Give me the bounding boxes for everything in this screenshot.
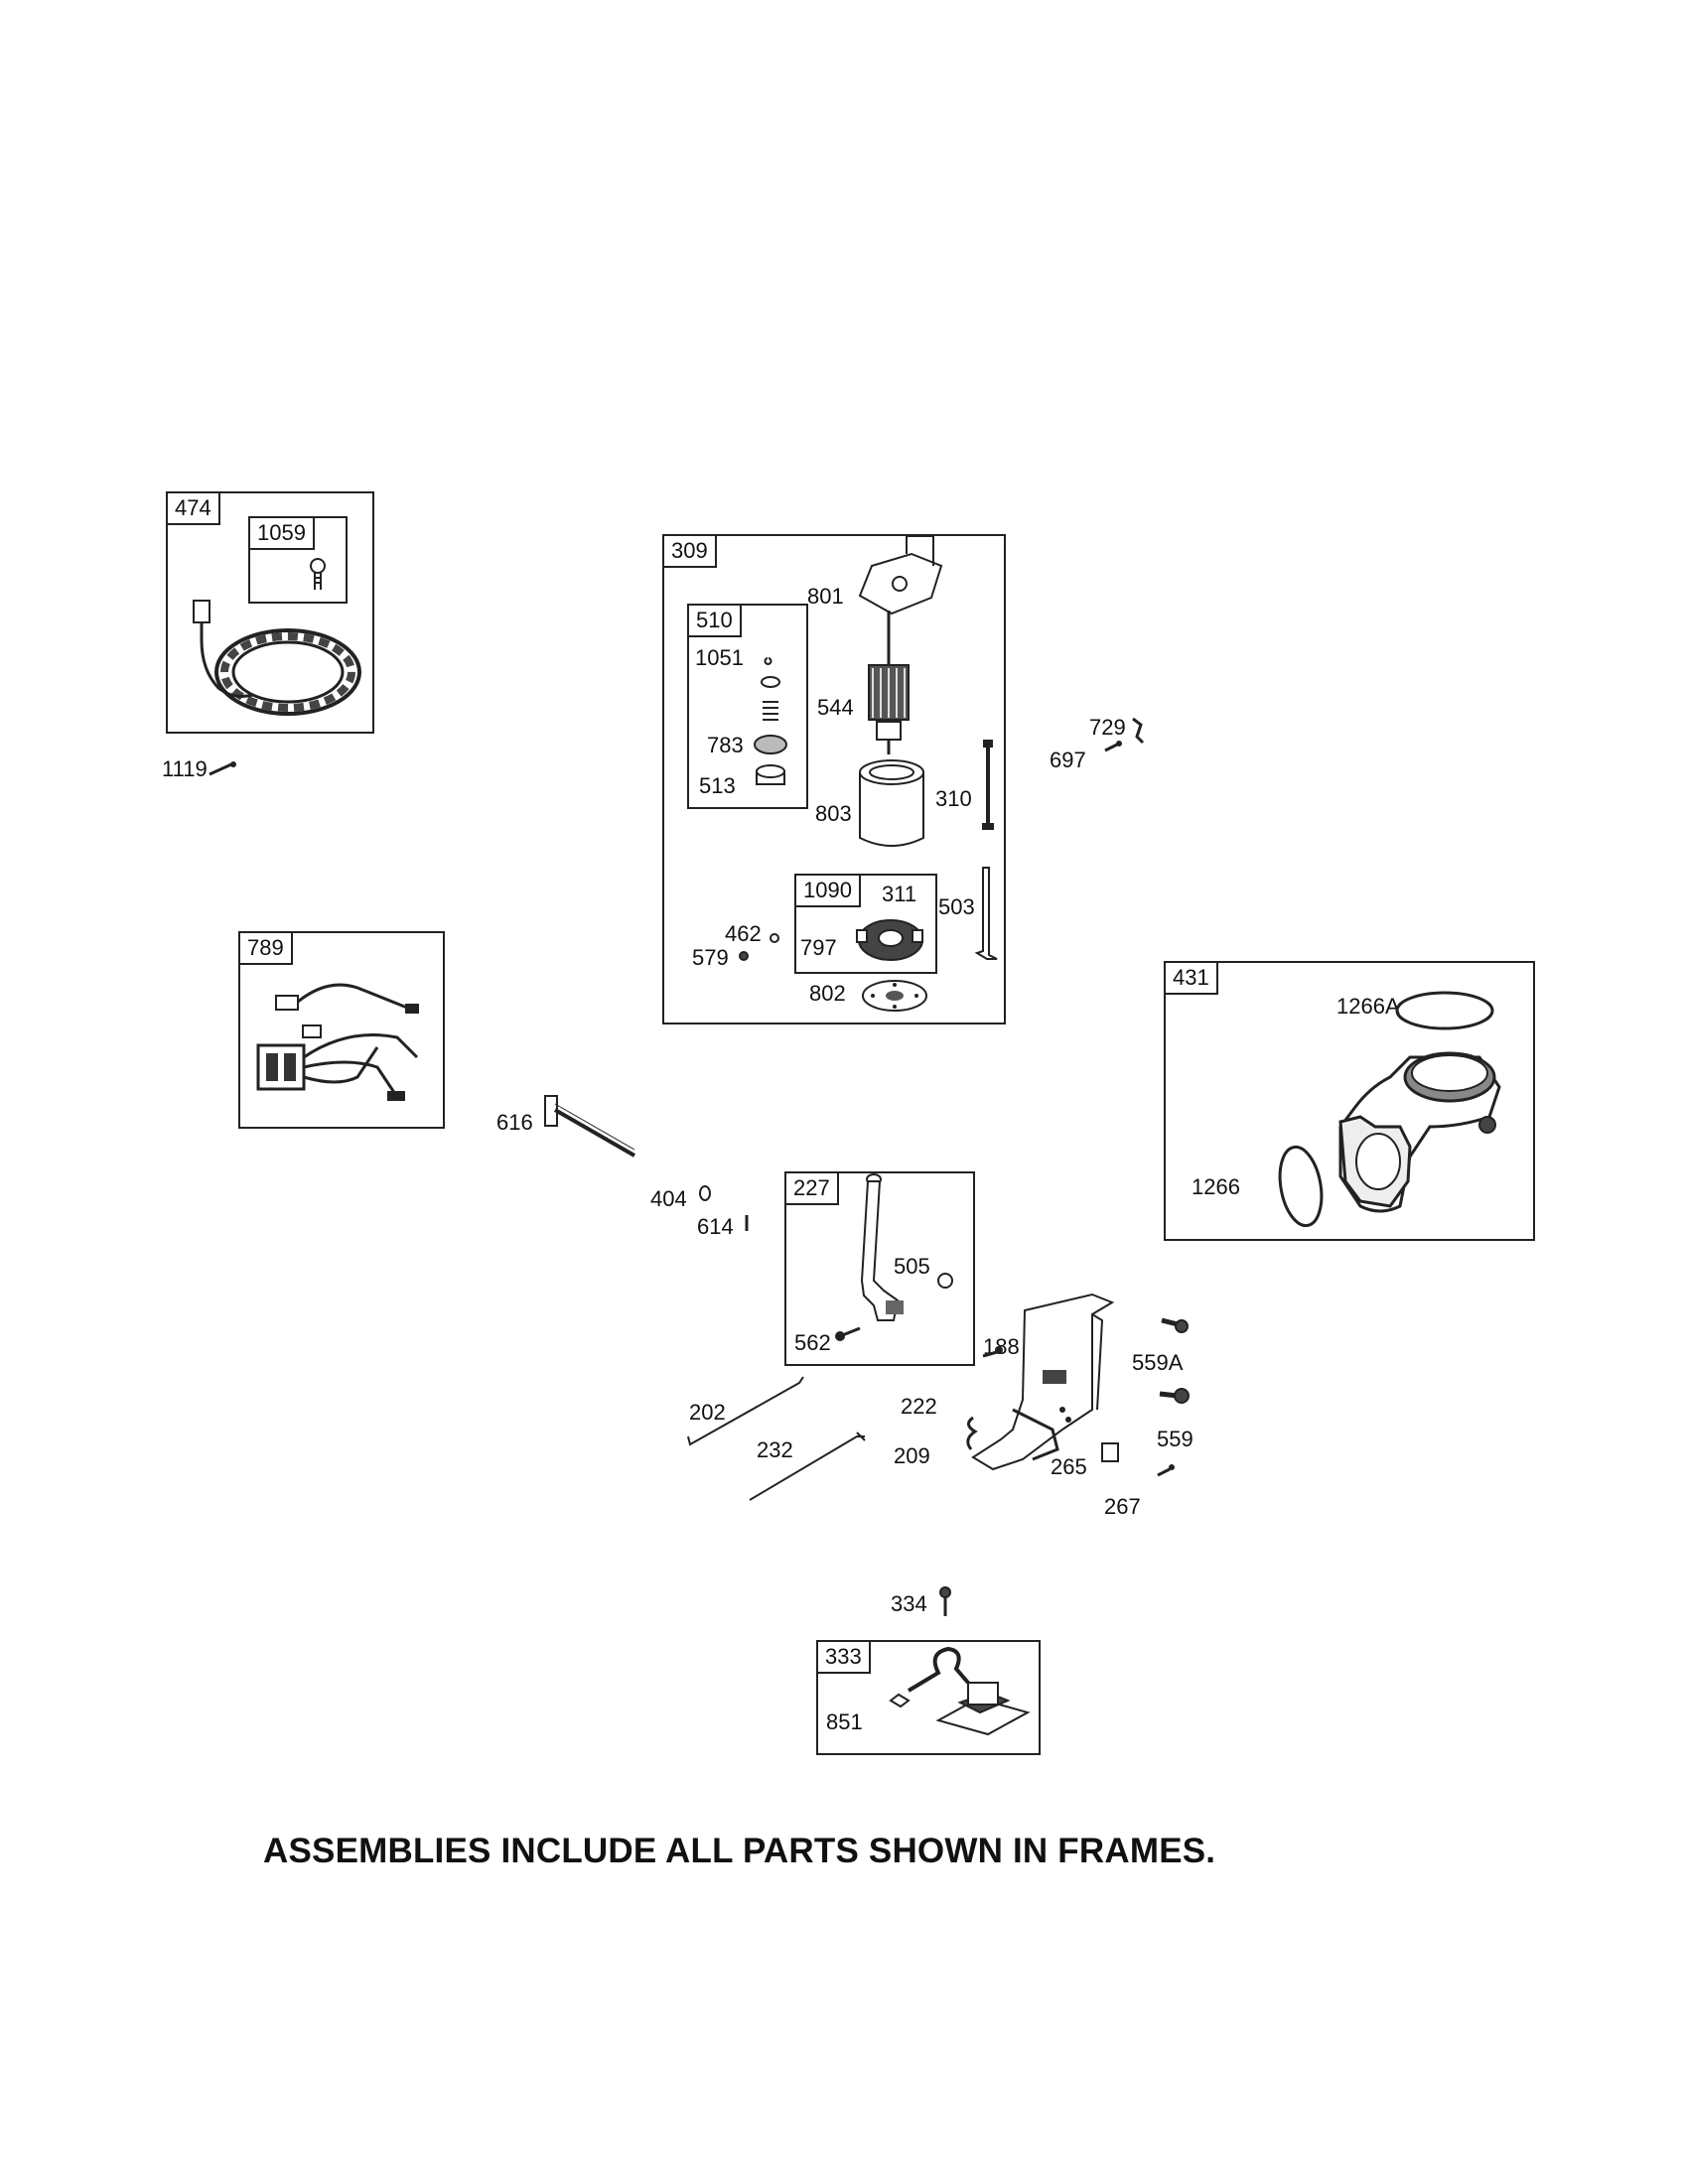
assembly-tag-1059: 1059 bbox=[248, 516, 315, 550]
part-label-1266A: 1266A bbox=[1336, 994, 1400, 1019]
governor-lever-illustration bbox=[835, 1173, 953, 1341]
part-label-404: 404 bbox=[650, 1186, 687, 1211]
shaft-616-illustration bbox=[544, 1095, 635, 1158]
part-label-1119: 1119 bbox=[162, 756, 208, 781]
assembly-frame-789 bbox=[238, 931, 445, 1129]
assembly-frame-309 bbox=[662, 534, 1006, 1024]
washer-pin-404-614-illustration bbox=[699, 1185, 749, 1231]
assembly-tag-474: 474 bbox=[166, 491, 220, 525]
screw-334-illustration bbox=[939, 1586, 951, 1616]
washers-462-579-illustration bbox=[739, 933, 779, 961]
part-label-559A: 559A bbox=[1132, 1350, 1184, 1375]
part-label-614: 614 bbox=[697, 1214, 734, 1239]
assembly-frame-227 bbox=[784, 1171, 975, 1366]
wire-harness-illustration bbox=[256, 983, 419, 1101]
alternator-stator-illustration bbox=[193, 600, 361, 716]
assembly-frame-333 bbox=[816, 1640, 1041, 1755]
part-label-222: 222 bbox=[901, 1394, 937, 1419]
part-label-462: 462 bbox=[725, 921, 762, 946]
bracket-503-illustration bbox=[974, 867, 998, 960]
part-label-267: 267 bbox=[1104, 1494, 1141, 1519]
part-label-616: 616 bbox=[496, 1110, 533, 1135]
part-label-559: 559 bbox=[1157, 1427, 1193, 1451]
assembly-tag-431: 431 bbox=[1164, 961, 1218, 995]
intake-elbow-illustration bbox=[1278, 991, 1501, 1228]
part-label-265: 265 bbox=[1051, 1454, 1087, 1479]
part-label-851: 851 bbox=[826, 1709, 863, 1734]
part-label-209: 209 bbox=[894, 1443, 930, 1468]
assembly-frame-431 bbox=[1164, 961, 1535, 1241]
part-label-562: 562 bbox=[794, 1330, 831, 1355]
assemblies-note: ASSEMBLIES INCLUDE ALL PARTS SHOWN IN FR… bbox=[263, 1832, 1216, 1870]
assembly-tag-227: 227 bbox=[784, 1171, 839, 1205]
assembly-tag-1090: 1090 bbox=[794, 874, 861, 907]
through-bolt-310-illustration bbox=[982, 740, 994, 830]
part-label-783: 783 bbox=[707, 733, 744, 757]
end-cap-801-illustration bbox=[858, 535, 943, 615]
assembly-tag-333: 333 bbox=[816, 1640, 871, 1674]
screw-1059-illustration bbox=[310, 558, 326, 590]
bolts-559-559A-illustration bbox=[1159, 1317, 1190, 1404]
part-label-802: 802 bbox=[809, 981, 846, 1006]
part-label-202: 202 bbox=[689, 1400, 726, 1425]
part-label-513: 513 bbox=[699, 773, 736, 798]
link-rods-202-232-illustration bbox=[687, 1376, 866, 1501]
control-bracket-illustration bbox=[966, 1293, 1175, 1477]
assembly-frame-474 bbox=[166, 491, 374, 734]
part-label-697: 697 bbox=[1050, 748, 1086, 772]
part-label-803: 803 bbox=[815, 801, 852, 826]
assembly-tag-789: 789 bbox=[238, 931, 293, 965]
drive-pinion-illustration bbox=[754, 657, 787, 785]
ignition-armature-illustration bbox=[889, 1646, 1031, 1736]
assembly-frame-510 bbox=[687, 604, 808, 809]
armature-544-illustration bbox=[868, 611, 910, 754]
part-label-801: 801 bbox=[807, 584, 844, 609]
gasket-802-illustration bbox=[862, 980, 927, 1012]
part-label-310: 310 bbox=[935, 786, 972, 811]
part-label-503: 503 bbox=[938, 894, 975, 919]
part-label-579: 579 bbox=[692, 945, 729, 970]
part-label-232: 232 bbox=[757, 1437, 793, 1462]
part-label-544: 544 bbox=[817, 695, 854, 720]
assembly-tag-510: 510 bbox=[687, 604, 742, 637]
part-label-311: 311 bbox=[882, 882, 917, 906]
part-label-729: 729 bbox=[1089, 715, 1126, 740]
brush-holder-illustration bbox=[856, 919, 923, 961]
screw-1119-illustration bbox=[209, 761, 236, 776]
part-label-1266: 1266 bbox=[1192, 1174, 1240, 1199]
assembly-frame-1090 bbox=[794, 874, 937, 974]
part-label-505: 505 bbox=[894, 1254, 930, 1279]
clips-729-697-illustration bbox=[1104, 717, 1145, 752]
motor-housing-803-illustration bbox=[859, 759, 924, 847]
part-label-1051: 1051 bbox=[695, 645, 744, 670]
part-label-334: 334 bbox=[891, 1591, 927, 1616]
assembly-tag-309: 309 bbox=[662, 534, 717, 568]
part-label-797: 797 bbox=[800, 935, 837, 960]
